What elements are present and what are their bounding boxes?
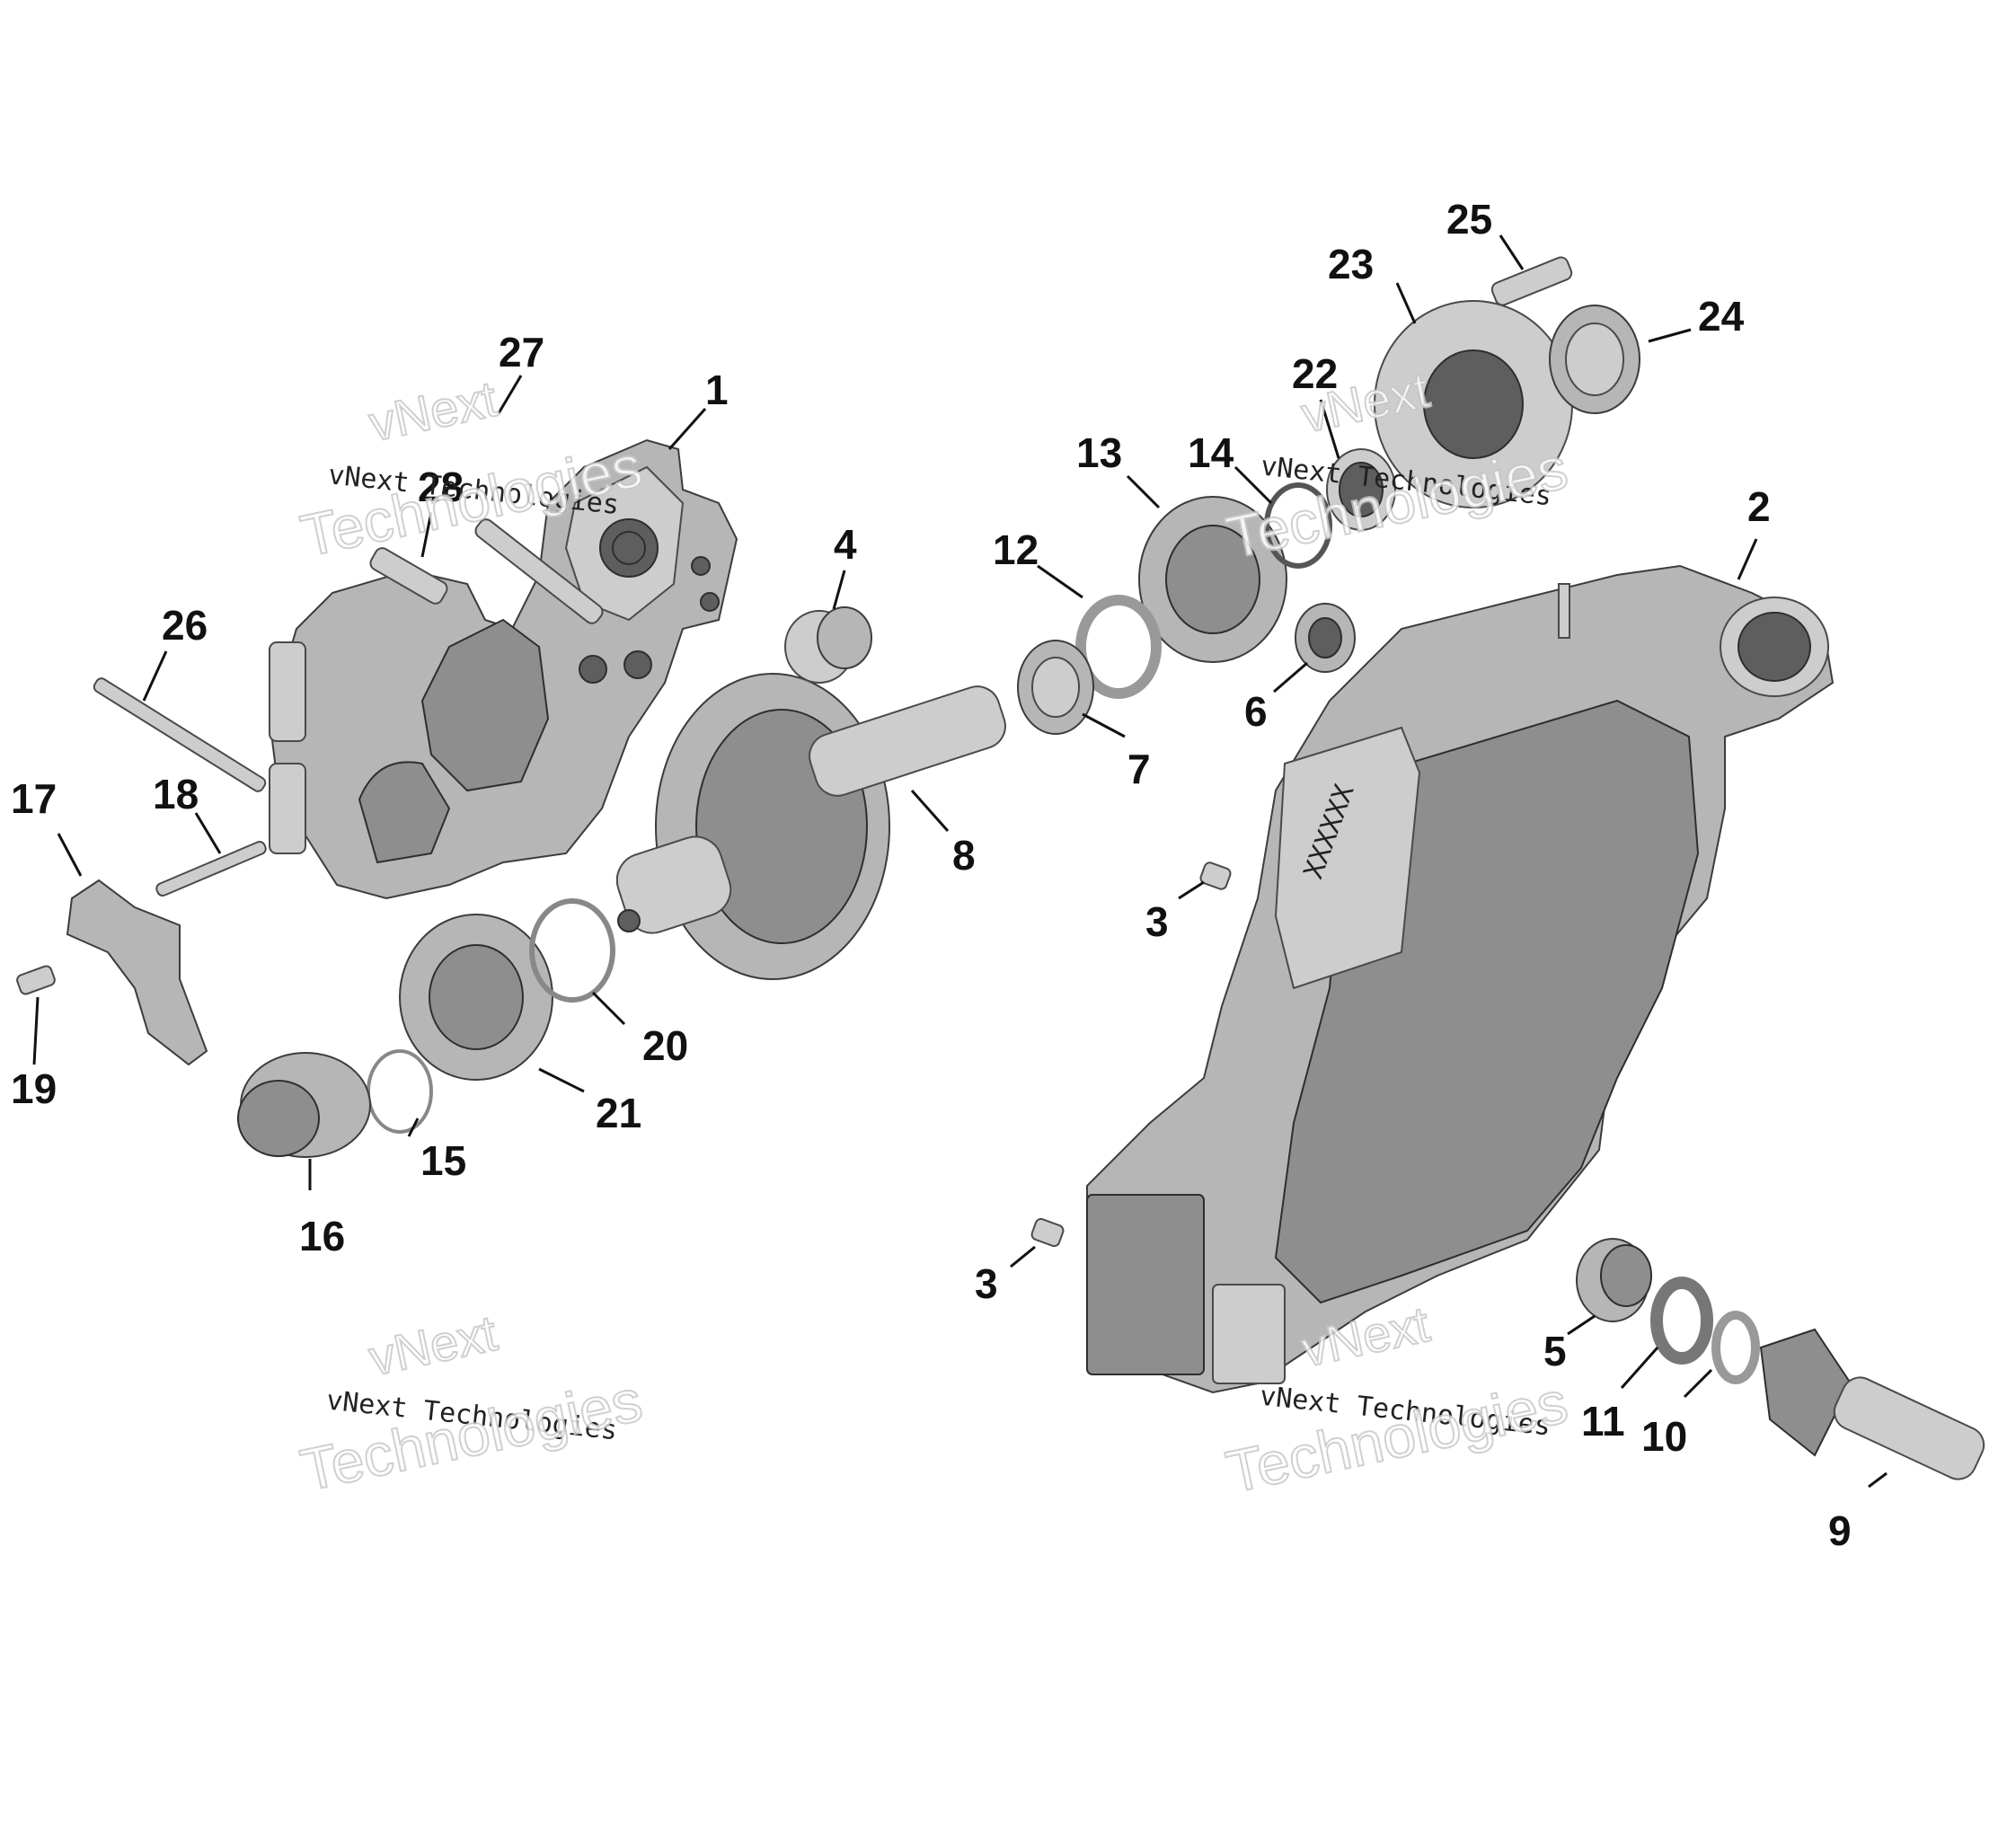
- callout-5: 5: [1543, 1328, 1567, 1374]
- bolt-25: [1490, 256, 1573, 306]
- callout-24: 24: [1698, 293, 1745, 340]
- shim-20: [529, 898, 615, 1003]
- callout-14: 14: [1188, 429, 1234, 476]
- callout-6: 6: [1244, 688, 1268, 735]
- callout-22: 22: [1292, 350, 1338, 397]
- o-ring-14: [1264, 482, 1332, 569]
- bushing-4: [784, 606, 872, 684]
- bearing-13: [1138, 496, 1287, 663]
- coupler-16: [237, 1052, 371, 1158]
- shift-rail-18: [155, 841, 267, 897]
- o-ring-15: [367, 1049, 433, 1134]
- bushing-5: [1576, 1238, 1652, 1322]
- callout-3-lower: 3: [975, 1260, 998, 1307]
- watermark-vnext: vNext: [364, 1304, 502, 1386]
- dowel-3-lower: [1030, 1217, 1065, 1248]
- callout-10: 10: [1641, 1413, 1687, 1460]
- callout-27: 27: [499, 329, 544, 376]
- callout-9: 9: [1828, 1507, 1852, 1554]
- shift-fork-17: [66, 879, 208, 1066]
- washer-12: [1075, 595, 1162, 699]
- callout-16: 16: [299, 1213, 345, 1259]
- shim-11: [1650, 1277, 1713, 1365]
- callout-8: 8: [952, 832, 976, 879]
- right-gearbox-housing: XXXXXX: [1086, 564, 1835, 1394]
- callout-20: 20: [642, 1022, 688, 1069]
- callout-4: 4: [834, 521, 857, 568]
- callout-12: 12: [993, 526, 1039, 573]
- dowel-3-upper: [1199, 861, 1232, 890]
- callout-1: 1: [705, 367, 729, 413]
- callout-19: 19: [11, 1065, 57, 1112]
- callout-7: 7: [1127, 746, 1151, 792]
- shim-10: [1711, 1311, 1760, 1384]
- left-gearbox-housing: [268, 438, 738, 900]
- seal-24: [1549, 305, 1640, 414]
- seal-7: [1017, 640, 1094, 735]
- callout-11: 11: [1581, 1398, 1625, 1445]
- callout-3-upper: 3: [1145, 898, 1169, 945]
- callout-28: 28: [418, 464, 464, 510]
- bearing-21: [399, 914, 553, 1081]
- callout-25: 25: [1446, 196, 1492, 243]
- output-shaft-gear: [615, 673, 1006, 980]
- leader-lines: [32, 234, 1888, 1489]
- callout-23: 23: [1328, 241, 1374, 287]
- screw-19: [16, 965, 56, 995]
- bolt-28: [369, 547, 448, 605]
- callout-17: 17: [11, 775, 57, 822]
- watermark-bottom-left: vNext vNext Technologies Technologies: [295, 1303, 649, 1505]
- callout-18: 18: [153, 771, 199, 817]
- callout-26: 26: [162, 602, 208, 649]
- bolt-27: [474, 518, 604, 624]
- flange-23: [1374, 300, 1573, 508]
- seal-6: [1295, 603, 1356, 673]
- callout-2: 2: [1747, 483, 1771, 530]
- watermark-vnext: vNext: [364, 370, 502, 452]
- callout-numbers: 1 2 3 3 4 5 6 7 8 9 10 11 12 13 14 15 16…: [11, 196, 1852, 1554]
- callout-13: 13: [1076, 429, 1122, 476]
- pinion-shaft: [1759, 1328, 1985, 1480]
- callout-15: 15: [420, 1137, 466, 1184]
- bolt-26: [93, 677, 267, 792]
- callout-21: 21: [596, 1090, 641, 1136]
- sleeve-22: [1326, 448, 1396, 531]
